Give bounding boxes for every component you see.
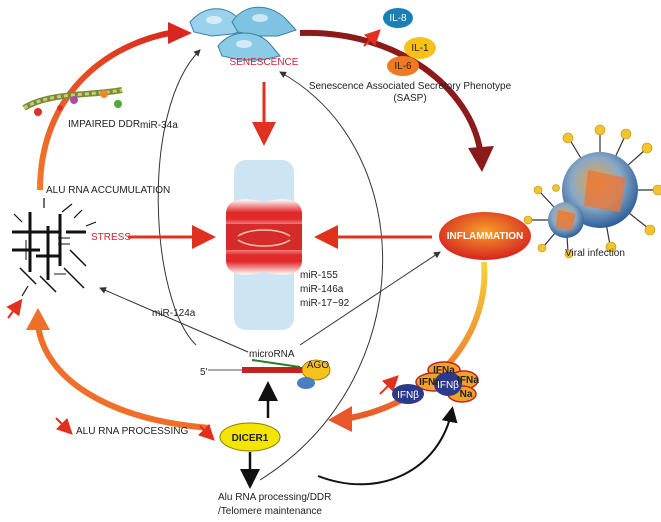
il1-label: IL-1 — [411, 43, 429, 54]
senescent-cells-icon — [189, 6, 297, 61]
ifna-label-3: IFNa — [457, 375, 479, 386]
mir146a-label: miR-146a — [300, 284, 344, 295]
dicer1-badge — [219, 422, 281, 452]
sasp-up-arrow-icon — [363, 29, 381, 47]
sasp-label-line2: (SASP) — [393, 93, 426, 104]
ifnb-label-1: IFNβ — [397, 390, 419, 401]
ago-label: AGO — [307, 360, 329, 371]
mir17-92-label: miR-17~92 — [300, 298, 350, 309]
arc-arrowhead-stress — [26, 308, 50, 330]
ifna-label-1: IFNa — [433, 365, 455, 376]
arc-stress-to-senescence — [37, 29, 176, 191]
arc-inflammation-to-dicer — [349, 261, 488, 421]
sasp-cytokines-icon — [383, 8, 436, 76]
processing-to-ifn-arrow — [317, 406, 458, 486]
dna-strand-icon — [22, 87, 123, 116]
dicer1-label: DICER1 — [232, 433, 269, 444]
il8-label: IL-8 — [389, 13, 407, 24]
alu-processing-to-senescence-arrow — [259, 71, 384, 481]
dicer-down-arrow-icon — [197, 423, 215, 441]
ifnb-label-2: IFNβ — [437, 380, 459, 391]
viral-infection-label: Viral infection — [565, 248, 625, 259]
five-prime-label: 5' — [200, 367, 208, 378]
arc-senescence-to-inflammation — [299, 29, 483, 151]
arc-arrowhead-inflammation — [468, 146, 494, 172]
sasp-label-line1: Senescence Associated Secretory Phenotyp… — [309, 81, 512, 92]
mir34a-label: miR-34a — [140, 120, 178, 131]
virus-icon — [523, 124, 661, 259]
alu-rna-up-arrow-icon — [6, 298, 23, 319]
il6-label: IL-6 — [394, 61, 412, 72]
mir124a-label: miR-124a — [152, 308, 196, 319]
inflammation-label: INFLAMMATION — [447, 231, 523, 242]
alu-processing-down-arrow-icon — [55, 417, 73, 435]
arc-dicer-to-stress — [35, 324, 211, 431]
inflammation-badge — [439, 212, 531, 260]
mir124a-arrow — [99, 287, 249, 353]
joint-icon — [226, 160, 302, 330]
ago-protein-icon — [297, 359, 331, 389]
impaired-ddr-label: IMPAIRED DDR — [68, 119, 140, 130]
mir155-label: miR-155 — [300, 270, 338, 281]
alu-rna-accumulation-label: ALU RNA ACCUMULATION — [46, 185, 170, 196]
microrna-duplex-icon — [208, 359, 302, 373]
microrna-label: microRNA — [249, 349, 295, 360]
arc-arrowhead-senescence — [168, 22, 192, 44]
stress-label: STRESS — [91, 232, 131, 243]
ifna-label-4: Na — [460, 389, 473, 400]
alu-rna-processing-label: ALU RNA PROCESSING — [76, 426, 188, 437]
ifna-label-2: IFNa — [419, 377, 441, 388]
microrna-to-inflammation-arrow — [299, 251, 441, 346]
alu-processing-label-line2: /Telomere maintenance — [218, 506, 322, 517]
interferon-cluster-icon — [392, 361, 479, 404]
arc-arrowhead-dicer — [328, 406, 352, 432]
ifn-up-arrow-icon — [379, 375, 399, 395]
alu-processing-label-line1: Alu RNA processing/DDR — [218, 492, 331, 503]
alu-rna-structure-icon — [12, 198, 97, 297]
mir34a-arrow — [157, 49, 201, 346]
senescence-label: SENESCENCE — [230, 57, 299, 68]
